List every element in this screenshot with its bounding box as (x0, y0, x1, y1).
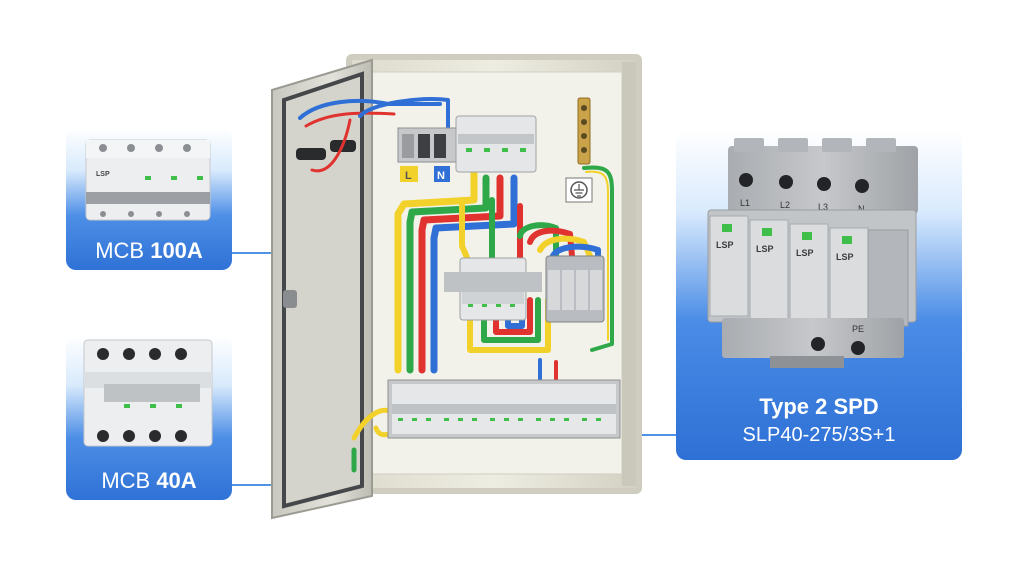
terminal-block: L N (397, 127, 461, 182)
spd-terminal-l2: L2 (780, 200, 790, 210)
spd-brand-1: LSP (716, 240, 734, 250)
spd-type-title: Type 2 SPD (759, 394, 879, 419)
mcb-100a-in-box (455, 115, 537, 173)
mcb-40a-product (83, 339, 213, 447)
spd-brand-2: LSP (756, 244, 774, 254)
spd-callout-text: Type 2 SPD SLP40-275/3S+1 (676, 0, 962, 576)
earth-busbar (565, 97, 593, 203)
spd-brand-4: LSP (836, 252, 854, 262)
mcb-100a-label: MCB 100A (95, 238, 203, 263)
spd-model-number: SLP40-275/3S+1 (742, 424, 896, 446)
mcb-40a-label: MCB 40A (101, 468, 197, 493)
mcb-100a-product: LSP (85, 139, 211, 221)
mcb-100a-brand: LSP (96, 171, 110, 178)
branch-mcb-row (387, 379, 621, 439)
spd-terminal-l3: L3 (818, 202, 828, 212)
wiring (298, 96, 614, 473)
terminal-l-label: L (405, 170, 412, 182)
terminal-n-label: N (437, 170, 445, 182)
spd-product: L1 L2 L3 N LSP LSP LSP LSP PE (707, 138, 918, 368)
open-door (271, 58, 373, 520)
spd-in-box (545, 255, 605, 323)
mcb-40a-in-box (444, 257, 542, 321)
spd-terminal-pe: PE (852, 324, 864, 334)
spd-terminal-n: N (858, 204, 865, 214)
spd-terminal-l1: L1 (740, 198, 750, 208)
spd-brand-3: LSP (796, 248, 814, 258)
